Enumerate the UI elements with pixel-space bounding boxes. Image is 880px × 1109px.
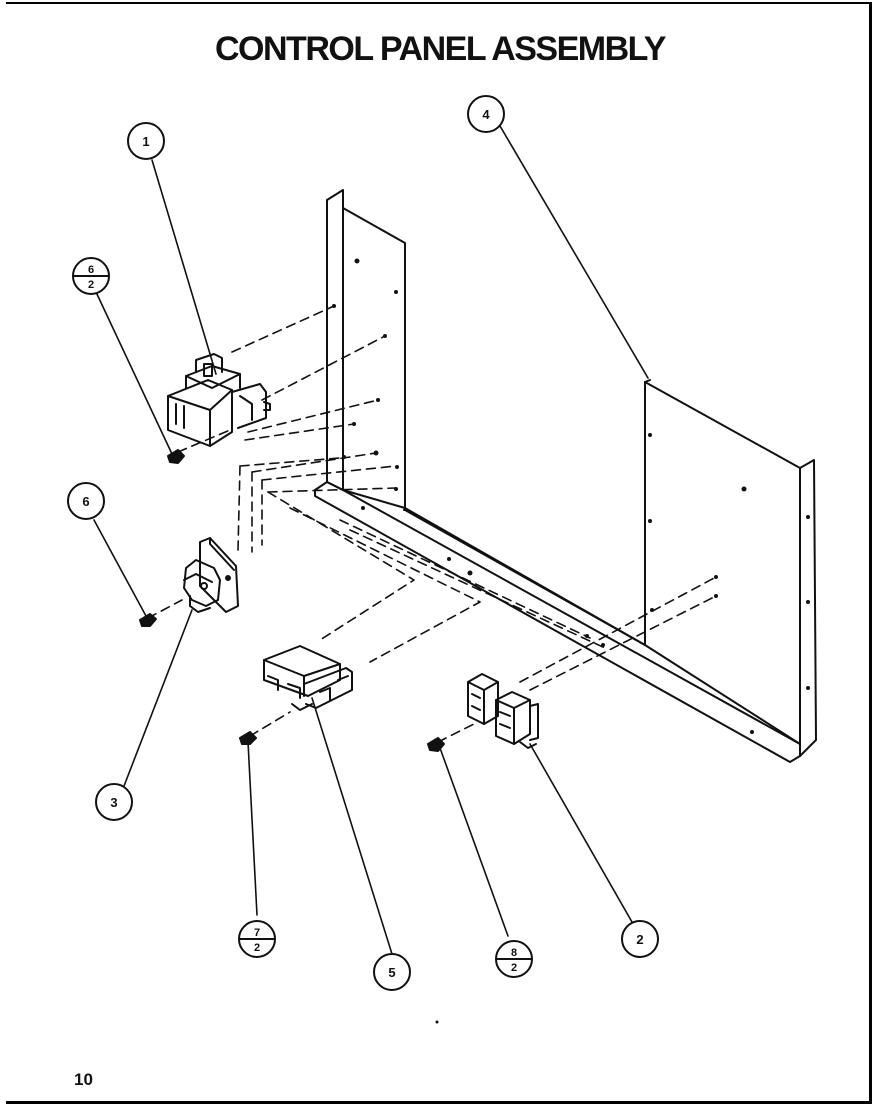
callout-7-over-2-relay-screw: 7 2	[238, 920, 276, 958]
svg-text:6: 6	[88, 264, 94, 276]
transformer	[167, 353, 271, 447]
page-title: CONTROL PANEL ASSEMBLY	[215, 30, 667, 68]
screw-transformer	[167, 449, 185, 464]
svg-text:3: 3	[110, 795, 117, 810]
assembly-guide-lines	[147, 305, 717, 743]
svg-text:2: 2	[511, 962, 517, 974]
svg-text:2: 2	[636, 932, 643, 947]
callout-1: 1	[127, 122, 165, 160]
callout-5: 5	[373, 953, 411, 991]
svg-text:1: 1	[142, 134, 149, 149]
svg-text:5: 5	[388, 965, 395, 980]
svg-text:6: 6	[82, 494, 89, 509]
svg-text:2: 2	[254, 942, 260, 954]
callout-6: 6	[67, 482, 105, 520]
callout-2: 2	[621, 920, 659, 958]
screws	[139, 449, 445, 752]
callouts: 1 4 6 2 6 3 7	[67, 95, 659, 991]
panel-mounting-holes	[332, 258, 810, 734]
callout-4: 4	[467, 95, 505, 133]
svg-text:4: 4	[482, 107, 490, 122]
terminal-block	[467, 673, 539, 749]
screw-relay	[239, 731, 257, 745]
callout-8-over-2-terminal-screw: 8 2	[495, 940, 533, 978]
svg-text:7: 7	[254, 927, 260, 939]
callout-leaders	[93, 125, 649, 955]
stray-dot	[435, 1020, 439, 1024]
page-frame	[6, 2, 872, 1104]
svg-text:8: 8	[511, 947, 517, 959]
relay	[263, 645, 353, 711]
page-number: 10	[74, 1070, 93, 1089]
callout-6-over-2-transformer-screw: 6 2	[72, 257, 110, 295]
svg-text:2: 2	[88, 279, 94, 291]
screw-thermostat	[139, 613, 157, 627]
thermostat	[183, 537, 239, 613]
callout-3: 3	[95, 783, 133, 821]
control-panel-bracket	[314, 189, 817, 763]
